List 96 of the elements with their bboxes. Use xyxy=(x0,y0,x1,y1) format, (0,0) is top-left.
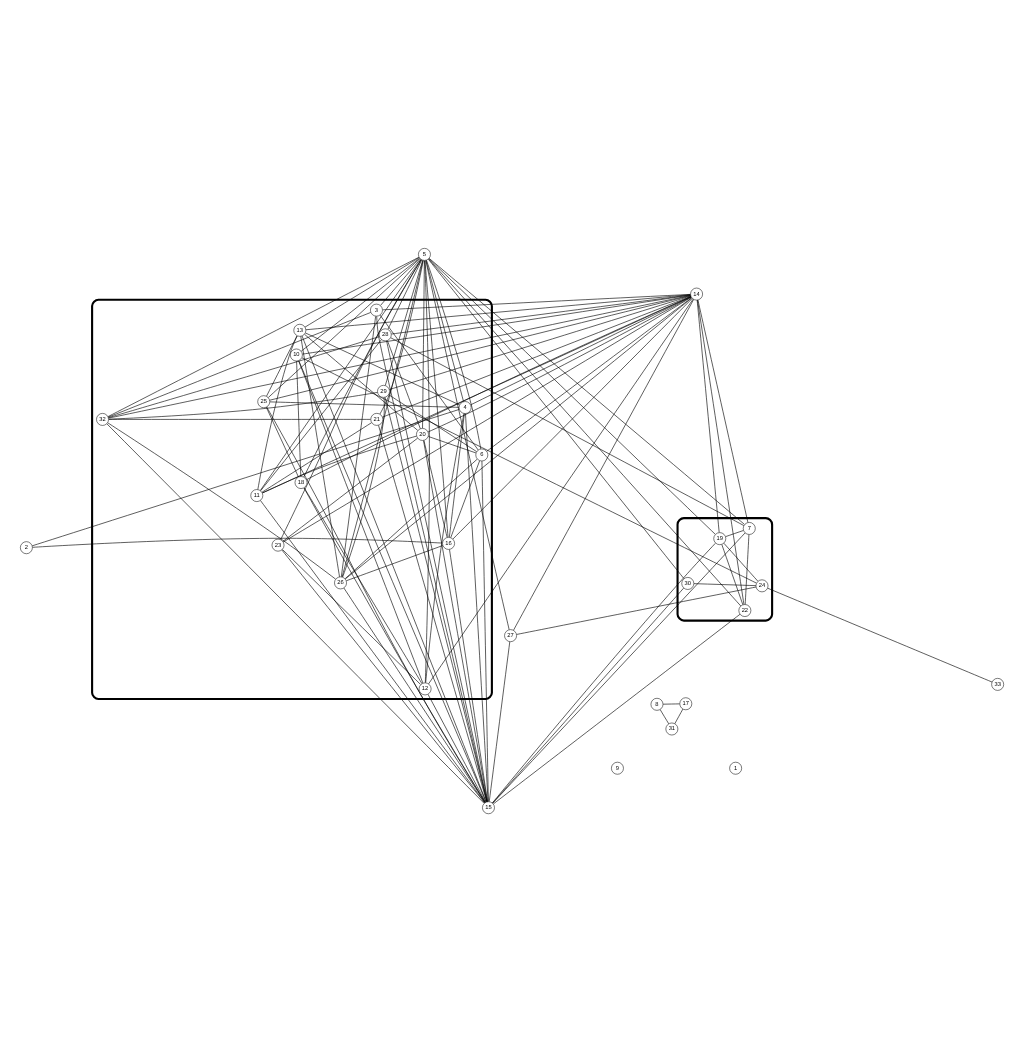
connector xyxy=(258,258,421,490)
connector xyxy=(696,298,748,522)
connector xyxy=(300,356,756,583)
connector xyxy=(464,412,488,801)
connector xyxy=(268,294,690,400)
connector xyxy=(304,293,690,330)
connector xyxy=(515,585,756,634)
connector xyxy=(424,259,509,629)
connector xyxy=(390,293,690,334)
connector xyxy=(265,405,485,802)
connector xyxy=(106,255,419,416)
connector xyxy=(487,640,510,801)
connector xyxy=(343,296,692,579)
connector xyxy=(491,531,745,803)
connector xyxy=(491,541,715,803)
connector xyxy=(261,295,691,493)
connector xyxy=(301,293,690,354)
connector xyxy=(303,332,418,430)
connector xyxy=(720,543,743,605)
connector xyxy=(259,499,485,803)
connector xyxy=(282,295,691,542)
connector xyxy=(341,396,384,577)
connector xyxy=(281,436,417,541)
connector xyxy=(302,486,485,802)
connector xyxy=(340,315,375,577)
connector xyxy=(107,294,690,418)
connector xyxy=(448,412,464,537)
connector xyxy=(449,459,479,538)
connector xyxy=(381,295,691,417)
connector xyxy=(281,548,420,684)
connector xyxy=(106,311,371,417)
connector xyxy=(423,259,429,683)
connector xyxy=(304,331,459,405)
connector xyxy=(427,258,684,578)
connector xyxy=(30,408,459,546)
connector xyxy=(342,586,485,802)
connector xyxy=(696,298,744,604)
connector xyxy=(107,418,370,419)
connector xyxy=(722,541,758,581)
connector xyxy=(427,435,476,453)
connector xyxy=(302,258,421,477)
connector xyxy=(695,298,719,532)
connector xyxy=(280,548,484,803)
connector xyxy=(492,612,740,804)
connector xyxy=(268,400,459,407)
connector xyxy=(305,295,691,479)
connector xyxy=(259,338,381,491)
connector xyxy=(423,259,448,537)
connector xyxy=(343,457,477,579)
connector xyxy=(279,258,421,539)
connector xyxy=(743,533,749,604)
connector xyxy=(426,693,485,802)
connector xyxy=(422,439,447,537)
connector xyxy=(379,257,420,305)
connector xyxy=(485,296,691,451)
connector xyxy=(107,335,379,417)
connector xyxy=(421,259,424,428)
connector xyxy=(692,582,756,585)
connector xyxy=(386,339,420,428)
connector xyxy=(425,258,481,449)
connector xyxy=(31,536,442,547)
connector xyxy=(299,335,339,577)
connector xyxy=(340,259,423,577)
connector xyxy=(388,294,691,389)
connector xyxy=(424,412,464,683)
connector xyxy=(295,359,301,476)
connector xyxy=(383,258,422,385)
connector xyxy=(512,298,693,630)
connector xyxy=(297,359,423,683)
connector xyxy=(448,548,487,801)
connector xyxy=(427,297,693,684)
connector xyxy=(265,405,298,477)
connector xyxy=(378,313,478,450)
connector xyxy=(107,391,377,419)
connector xyxy=(106,421,335,579)
connector xyxy=(266,257,420,397)
connector xyxy=(387,393,476,451)
connector xyxy=(302,486,422,683)
connector xyxy=(260,421,371,492)
cluster xyxy=(675,516,773,621)
connector xyxy=(378,259,423,414)
connector xyxy=(422,439,487,802)
connector xyxy=(345,544,443,581)
connector xyxy=(389,336,744,525)
connector xyxy=(303,256,419,327)
connector xyxy=(386,258,422,329)
connector xyxy=(105,422,484,803)
connector xyxy=(451,297,692,539)
connector xyxy=(766,586,992,682)
connector xyxy=(256,334,297,489)
connector xyxy=(265,334,297,396)
connector xyxy=(299,256,419,351)
connector xyxy=(480,459,488,801)
connector xyxy=(381,293,690,310)
connector xyxy=(426,295,691,432)
connector xyxy=(427,257,741,606)
